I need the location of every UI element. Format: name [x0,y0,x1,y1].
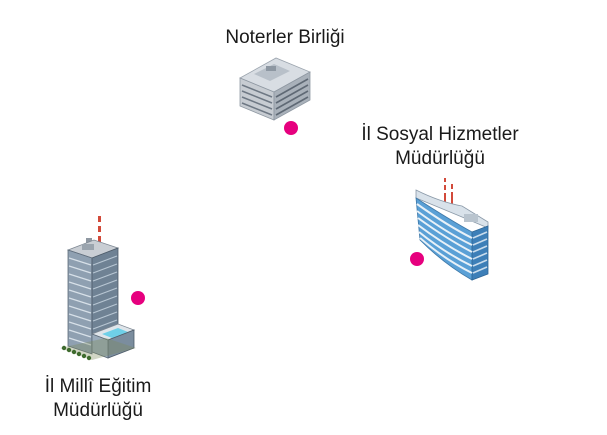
egitim-marker[interactable] [131,291,145,305]
sosyal-marker[interactable] [410,252,424,266]
low-office-building-icon [239,57,311,121]
skyscraper-icon [60,216,136,361]
egitim-label-line-1: İl Millî Eğitim [44,376,152,397]
noterler-label-line: Noterler Birliği [225,27,345,48]
egitim-label-line-2: Müdürlüğü [53,400,143,421]
noterler-marker[interactable] [284,121,298,135]
sosyal-label-line-1: İl Sosyal Hizmetler [361,124,519,145]
curved-glass-tower-icon [415,178,489,281]
egitim-label: İl Millî Eğitim Müdürlüğü [18,375,178,423]
noterler-label: Noterler Birliği [205,26,365,50]
sosyal-label: İl Sosyal Hizmetler Müdürlüğü [350,123,530,171]
sosyal-label-line-2: Müdürlüğü [395,148,485,169]
